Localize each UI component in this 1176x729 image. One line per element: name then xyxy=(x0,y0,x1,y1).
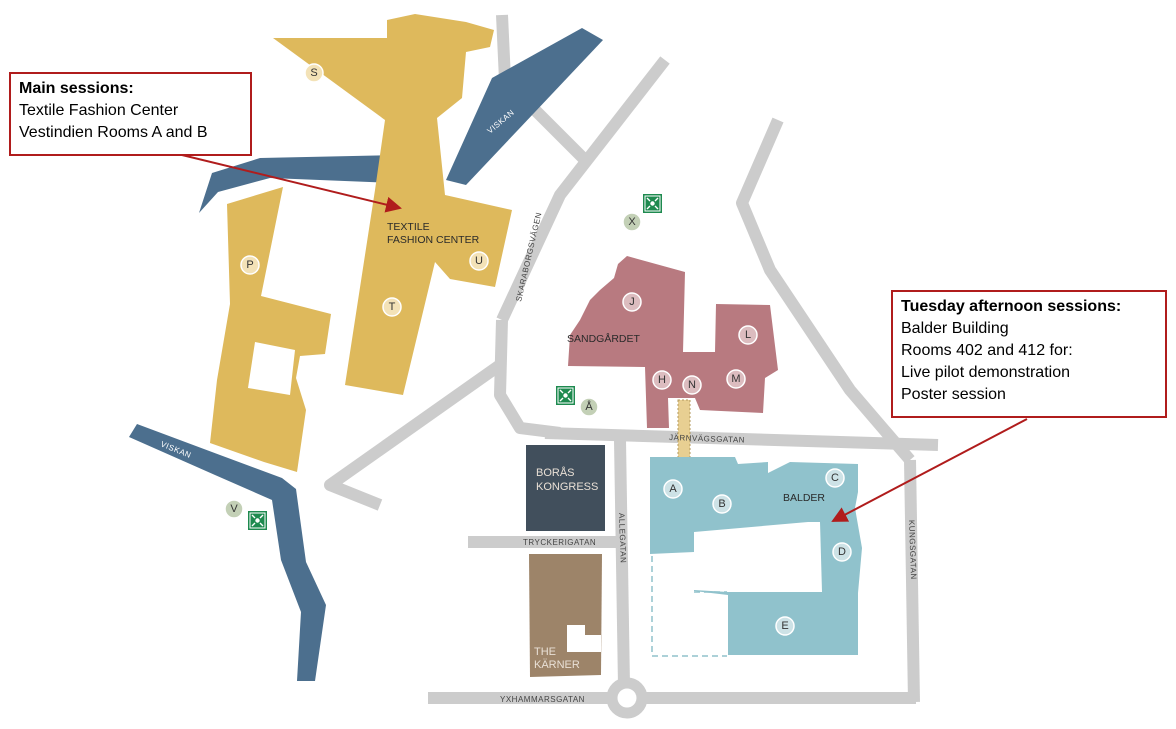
main-sessions-title: Main sessions: xyxy=(19,80,134,97)
emergency-assembly-icon xyxy=(248,511,267,530)
marker-L[interactable]: L xyxy=(738,325,758,345)
label-karner-line2: KÄRNER xyxy=(534,659,580,671)
river-north-segment xyxy=(446,28,603,185)
svg-text:H: H xyxy=(658,374,666,386)
road-kungsgatan-north xyxy=(736,117,915,464)
boras-kongress-building xyxy=(526,445,605,531)
street-yxhammarsgatan: YXHAMMARSGATAN xyxy=(500,695,585,704)
street-tryckerigatan: TRYCKERIGATAN xyxy=(523,538,596,547)
marker-H[interactable]: H xyxy=(652,370,672,390)
svg-text:S: S xyxy=(310,67,317,79)
skybridge xyxy=(677,399,691,466)
label-textile-line1: TEXTILE xyxy=(387,221,430,233)
marker-A-ring[interactable]: Å xyxy=(579,397,599,417)
street-jarnvagsgatan: JÄRNVÄGSGATAN xyxy=(669,433,745,445)
svg-text:A: A xyxy=(669,483,677,495)
tuesday-sessions-line: Balder Building xyxy=(901,320,1009,337)
karner-cutout xyxy=(567,625,601,652)
tuesday-sessions-line: Live pilot demonstration xyxy=(901,364,1070,381)
svg-text:C: C xyxy=(831,472,839,484)
textile-west-block xyxy=(210,187,331,472)
balder-building xyxy=(650,457,862,657)
svg-text:V: V xyxy=(230,503,238,515)
road-jarnvagsgatan xyxy=(544,427,939,451)
main-sessions-arrow xyxy=(181,154,402,213)
marker-T[interactable]: T xyxy=(382,297,402,317)
marker-S[interactable]: S xyxy=(304,63,324,83)
balder-courtyard xyxy=(694,522,822,592)
road-kungsgatan xyxy=(904,459,920,703)
svg-text:X: X xyxy=(628,216,636,228)
emergency-assembly-icon xyxy=(556,386,575,405)
roads xyxy=(324,14,939,719)
road-skaraborgsvagen xyxy=(494,319,561,439)
tuesday-sessions-line: Poster session xyxy=(901,386,1006,403)
svg-text:Å: Å xyxy=(585,400,593,413)
marker-E[interactable]: E xyxy=(775,616,795,636)
roundabout xyxy=(606,677,648,719)
svg-text:M: M xyxy=(731,373,740,385)
svg-text:D: D xyxy=(838,546,846,558)
marker-B[interactable]: B xyxy=(712,494,732,514)
marker-D[interactable]: D xyxy=(832,542,852,562)
main-sessions-line: Vestindien Rooms A and B xyxy=(19,124,208,141)
tuesday-sessions-line: Rooms 402 and 412 for: xyxy=(901,342,1073,359)
river-south-segment xyxy=(129,424,326,681)
marker-U[interactable]: U xyxy=(469,251,489,271)
street-kungsgatan: KUNGSGATAN xyxy=(907,520,918,580)
main-sessions-callout: Main sessions: Textile Fashion Center Ve… xyxy=(9,72,252,156)
marker-X[interactable]: X xyxy=(622,212,642,232)
svg-text:N: N xyxy=(688,379,696,391)
svg-text:E: E xyxy=(781,620,788,632)
marker-N[interactable]: N xyxy=(682,375,702,395)
marker-C[interactable]: C xyxy=(825,468,845,488)
svg-text:U: U xyxy=(475,255,483,267)
marker-P[interactable]: P xyxy=(240,255,260,275)
svg-text:J: J xyxy=(629,296,635,308)
assembly-signs xyxy=(248,194,662,530)
tuesday-sessions-arrow xyxy=(831,418,1028,522)
street-allegatan: ALLEGATAN xyxy=(617,513,628,564)
road-allegatan xyxy=(614,439,630,687)
svg-text:B: B xyxy=(718,498,725,510)
svg-text:P: P xyxy=(246,259,253,271)
sandgardet-main xyxy=(568,256,778,428)
svg-text:T: T xyxy=(389,301,396,313)
emergency-assembly-icon xyxy=(643,194,662,213)
sandgardet-building xyxy=(568,256,778,466)
label-boras-line2: KONGRESS xyxy=(536,481,598,493)
road-northeast-diagonal xyxy=(496,56,670,323)
label-textile-line2: FASHION CENTER xyxy=(387,234,480,246)
tuesday-sessions-title: Tuesday afternoon sessions: xyxy=(901,298,1122,315)
svg-text:L: L xyxy=(745,329,751,341)
balder-planned-outline xyxy=(651,556,727,657)
label-karner-line1: THE xyxy=(534,646,556,658)
textile-west-courtyard xyxy=(248,342,295,395)
marker-J[interactable]: J xyxy=(622,292,642,312)
main-sessions-line: Textile Fashion Center xyxy=(19,102,179,119)
tuesday-sessions-callout: Tuesday afternoon sessions: Balder Build… xyxy=(891,290,1167,418)
label-sandgardet: SANDGÅRDET xyxy=(567,332,641,345)
markers: S P T U X J L H N M Å V A B C D E xyxy=(224,63,852,636)
street-skaraborgsvagen: SKARABORGSVÄGEN xyxy=(514,211,543,302)
marker-M[interactable]: M xyxy=(726,369,746,389)
marker-V[interactable]: V xyxy=(224,499,244,519)
marker-A[interactable]: A xyxy=(663,479,683,499)
river-viskan xyxy=(129,28,603,681)
label-boras-line1: BORÅS xyxy=(536,466,575,479)
label-balder: BALDER xyxy=(783,492,825,504)
road-west-diagonal xyxy=(324,360,504,511)
river-west-segment xyxy=(199,155,410,213)
